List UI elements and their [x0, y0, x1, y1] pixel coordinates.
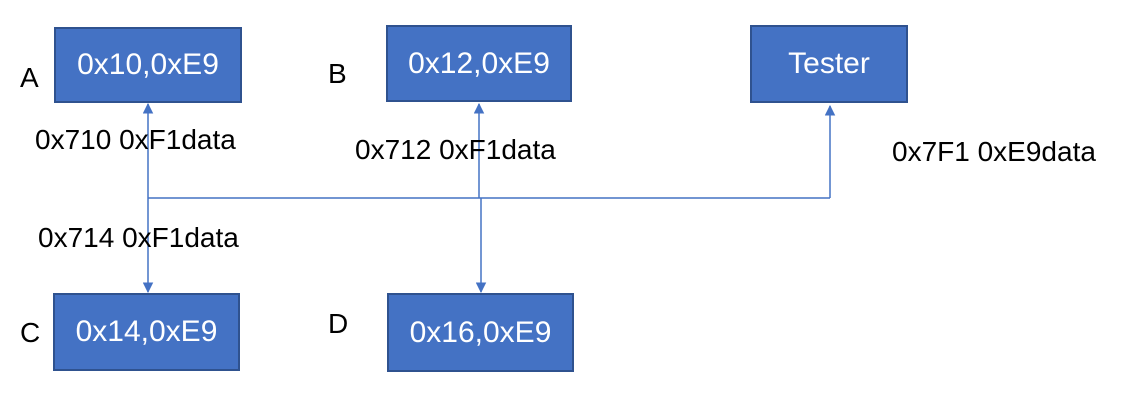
edge-label-a: 0x710 0xF1data — [35, 124, 236, 155]
node-tester-label: Tester — [788, 47, 870, 80]
node-c-letter: C — [20, 317, 41, 348]
node-b-letter: B — [328, 58, 347, 89]
node-a-label: 0x10,0xE9 — [77, 48, 219, 81]
node-c-label: 0x14,0xE9 — [75, 315, 218, 348]
node-a: 0x10,0xE9 — [54, 27, 242, 103]
node-tester: Tester — [750, 25, 908, 103]
node-d: 0x16,0xE9 — [387, 293, 574, 372]
edge-label-c: 0x714 0xF1data — [38, 222, 239, 253]
node-c: 0x14,0xE9 — [53, 293, 240, 371]
node-b-label: 0x12,0xE9 — [408, 46, 550, 80]
node-b: 0x12,0xE9 — [386, 25, 572, 102]
node-d-label: 0x16,0xE9 — [409, 315, 552, 349]
edge-label-b: 0x712 0xF1data — [355, 134, 556, 165]
edge-label-tester: 0x7F1 0xE9data — [892, 136, 1096, 167]
node-d-letter: D — [328, 308, 349, 339]
node-a-letter: A — [20, 62, 39, 93]
